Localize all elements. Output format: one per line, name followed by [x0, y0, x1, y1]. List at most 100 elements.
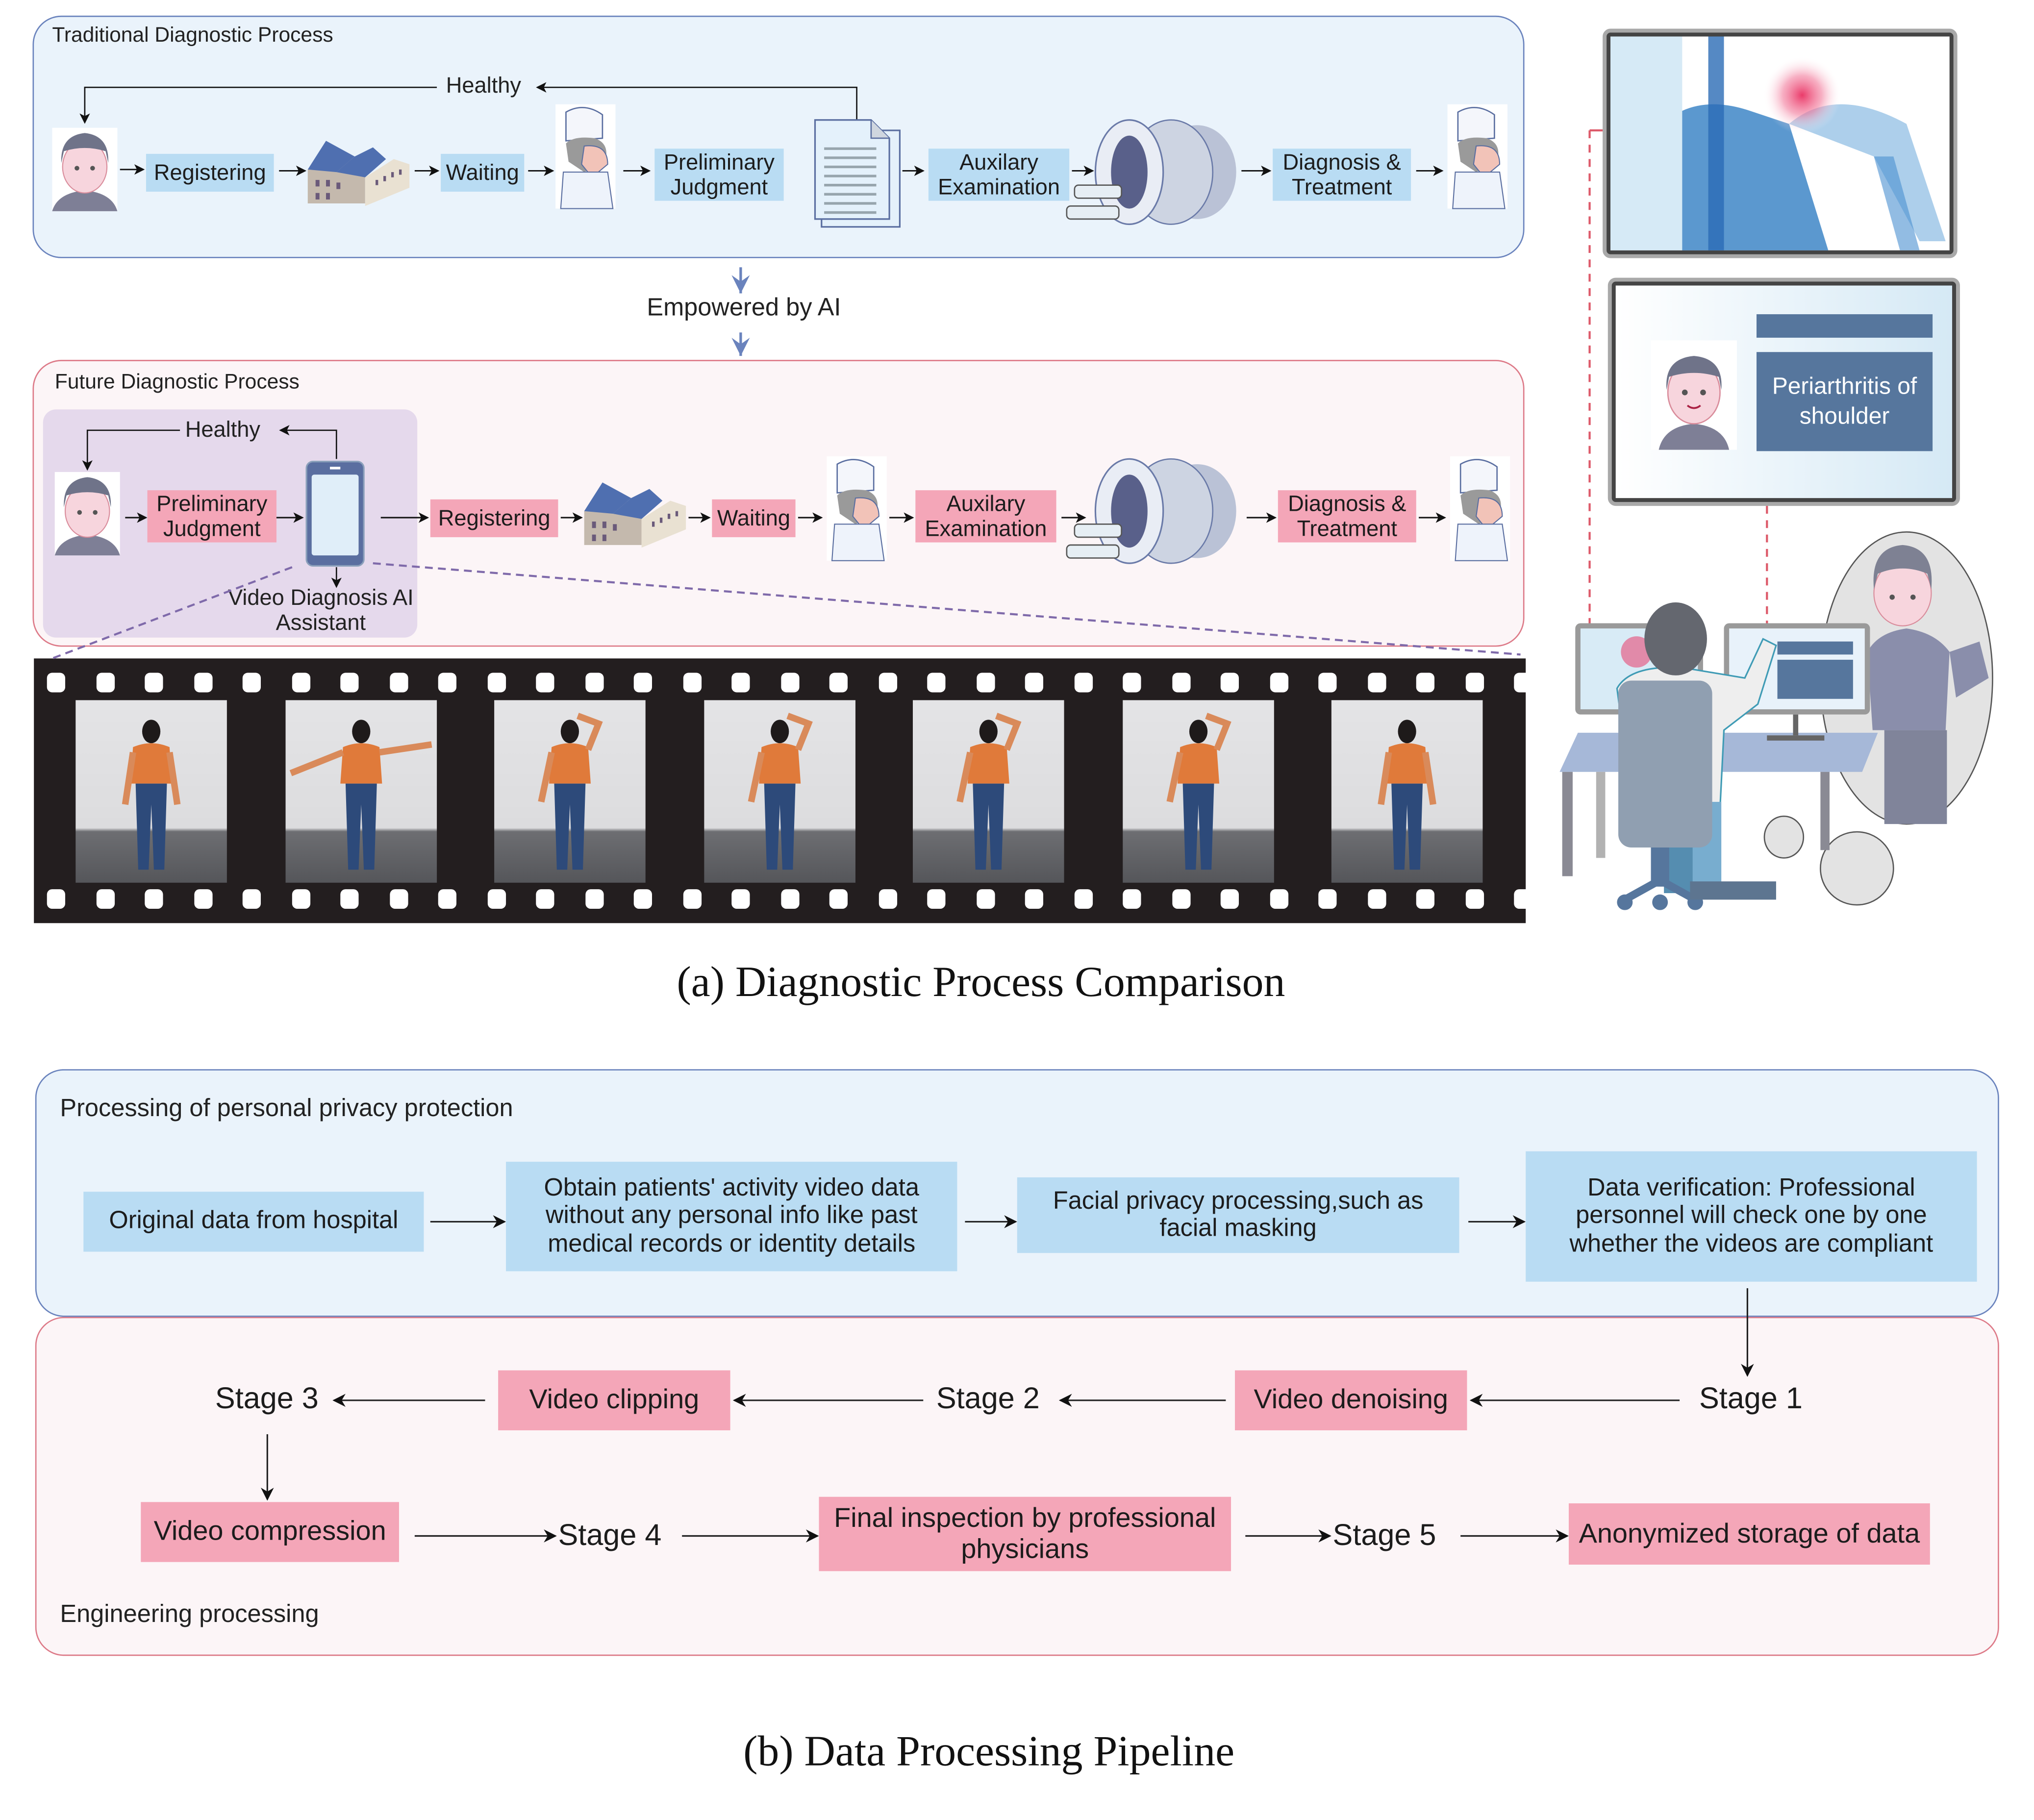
sprocket-hole — [829, 673, 848, 693]
sprocket-hole — [1416, 673, 1434, 693]
sprocket-hole — [878, 889, 897, 909]
sprocket-hole — [340, 673, 359, 693]
sprocket-hole — [389, 673, 408, 693]
video-frame-arm-raised — [1122, 700, 1274, 883]
thought-bubble-medium — [1820, 831, 1894, 906]
video-frame-arms-at-sides-end — [1331, 700, 1483, 883]
sprocket-hole — [633, 673, 652, 693]
caption-part-a: (a) Diagnostic Process Comparison — [677, 959, 1285, 1007]
sprocket-hole — [47, 889, 65, 909]
sprocket-hole — [1220, 889, 1239, 909]
privacy-step-original-data: Original data from hospital — [83, 1192, 424, 1252]
shoulder-xray-image — [1610, 36, 1950, 250]
sprocket-hole — [145, 889, 163, 909]
sprocket-hole — [96, 889, 114, 909]
video-diagnosis-ai-assistant-label: Video Diagnosis AI Assistant — [227, 585, 414, 635]
sprocket-hole — [1025, 889, 1043, 909]
trad-step-diagnosis-treatment: Diagnosis & Treatment — [1273, 149, 1411, 201]
sprocket-hole — [585, 673, 603, 693]
sprocket-hole — [389, 889, 408, 909]
future-healthy-label: Healthy — [185, 417, 261, 442]
sprocket-hole — [1074, 889, 1092, 909]
sprocket-hole — [1220, 673, 1239, 693]
future-process-title: Future Diagnostic Process — [54, 372, 300, 394]
sprocket-hole — [1123, 889, 1141, 909]
trad-step-auxilary-examination: Auxilary Examination — [928, 149, 1070, 201]
thought-bubble-small — [1763, 815, 1805, 859]
sprocket-hole — [682, 673, 701, 693]
sprocket-hole — [1514, 673, 1532, 693]
sprocket-hole — [536, 889, 554, 909]
future-step-preliminary-judgment: Preliminary Judgment — [147, 490, 276, 543]
sprocket-hole — [1269, 889, 1288, 909]
diagnosis-result: Periarthritis of shoulder — [1757, 352, 1933, 451]
sprocket-hole — [194, 889, 212, 909]
caption-part-b: (b) Data Processing Pipeline — [743, 1729, 1235, 1776]
person-figure-icon — [956, 713, 1022, 870]
traditional-process-title: Traditional Diagnostic Process — [52, 25, 333, 47]
patient-figure — [1867, 545, 1989, 824]
sprocket-hole — [682, 889, 701, 909]
desk-monitor-left — [1575, 623, 1703, 715]
sprocket-hole — [780, 889, 799, 909]
person-figure-icon — [1378, 720, 1436, 870]
future-step-auxilary-examination: Auxilary Examination — [915, 490, 1056, 543]
sprocket-hole — [829, 889, 848, 909]
trad-step-registering: Registering — [146, 153, 274, 192]
doctor-coat — [1616, 638, 1777, 835]
sprocket-hole — [731, 889, 750, 909]
xray-monitor — [1603, 28, 1958, 258]
sprocket-hole — [487, 889, 505, 909]
diagnosis-header-bar — [1757, 314, 1933, 338]
task-video-denoising: Video denoising — [1235, 1370, 1467, 1431]
person-figure-icon — [1166, 713, 1231, 870]
task-video-compression: Video compression — [141, 1502, 399, 1562]
task-video-clipping: Video clipping — [498, 1370, 730, 1431]
sprocket-hole — [927, 889, 946, 909]
future-step-registering: Registering — [430, 499, 558, 537]
sprocket-hole — [96, 673, 114, 693]
stage-3-label: Stage 3 — [215, 1380, 319, 1415]
sprocket-hole — [340, 889, 359, 909]
desk-top — [1559, 732, 1878, 772]
privacy-step-obtain-video: Obtain patients' activity video data wit… — [506, 1162, 957, 1272]
stage-5-label: Stage 5 — [1332, 1518, 1436, 1552]
sprocket-hole — [1514, 889, 1532, 909]
person-figure-icon — [747, 713, 812, 870]
empowered-by-ai-label: Empowered by AI — [647, 295, 841, 323]
sprocket-hole — [438, 673, 456, 693]
future-step-waiting: Waiting — [712, 499, 796, 537]
sprocket-hole — [927, 673, 946, 693]
privacy-processing-title: Processing of personal privacy protectio… — [60, 1095, 513, 1123]
video-frame-hand-behind-head — [494, 700, 646, 883]
sprocket-hole — [976, 889, 995, 909]
sprocket-hole — [438, 889, 456, 909]
video-frame-arms-at-sides — [75, 700, 227, 883]
sprocket-hole — [1465, 673, 1483, 693]
thought-bubble-large — [1820, 531, 1993, 825]
video-frame-both-hands-behind-head — [913, 700, 1064, 883]
sprocket-hole — [487, 673, 505, 693]
traditional-healthy-label: Healthy — [446, 73, 522, 98]
sprocket-hole — [1074, 673, 1092, 693]
video-frame-arms-abducted — [285, 700, 436, 883]
stage-1-label: Stage 1 — [1699, 1380, 1803, 1415]
person-figure-icon — [122, 720, 181, 870]
video-frame-hand-behind-head-2 — [703, 700, 855, 883]
sprocket-hole — [1465, 889, 1483, 909]
sprocket-hole — [1367, 673, 1386, 693]
desk-monitor-right — [1724, 623, 1870, 715]
person-figure-icon — [538, 713, 603, 870]
trad-step-preliminary-judgment: Preliminary Judgment — [654, 149, 784, 201]
future-step-diagnosis-treatment: Diagnosis & Treatment — [1278, 490, 1416, 543]
sprocket-hole — [1367, 889, 1386, 909]
sprocket-hole — [1416, 889, 1434, 909]
sprocket-hole — [145, 673, 163, 693]
sprocket-hole — [1172, 673, 1190, 693]
stage-4-label: Stage 4 — [558, 1518, 662, 1552]
sprocket-hole — [242, 673, 261, 693]
sprocket-hole — [291, 673, 310, 693]
patient-avatar-icon — [1651, 340, 1737, 450]
sprocket-hole — [242, 889, 261, 909]
